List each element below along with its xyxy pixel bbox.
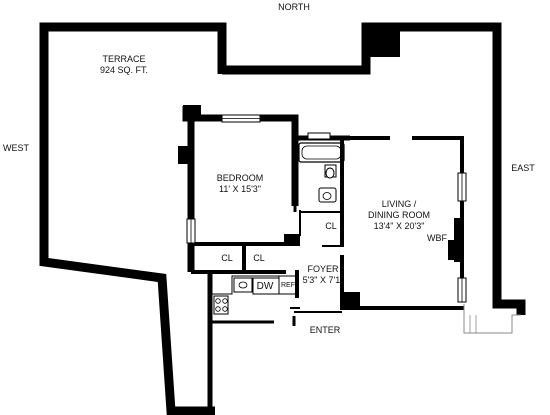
foyer-label: FOYER: [307, 264, 339, 274]
bedroom-corner-post: [183, 105, 201, 115]
compass-north: NORTH: [278, 2, 310, 12]
sink-icon: [322, 192, 332, 200]
living-label-line1: LIVING /: [381, 199, 417, 209]
living-label-line2: DINING ROOM: [368, 210, 430, 220]
bath-window: [307, 132, 331, 140]
terrace-wall: [39, 22, 227, 415]
terrace-wall-north: [222, 22, 526, 315]
terrace-size: 924 SQ. FT.: [99, 65, 149, 75]
terrace-label: TERRACE: [102, 54, 146, 64]
fireplace-label: WBF: [427, 233, 447, 243]
entry-label: ENTER: [309, 325, 341, 335]
refrigerator-label: REF: [281, 282, 295, 289]
closet-label-1: CL: [221, 253, 233, 263]
kitchen-sink-icon: [238, 281, 248, 289]
compass-east: EAST: [511, 163, 535, 173]
foyer-size: 5'3" X 7'1": [302, 275, 344, 285]
kitchen-counter: [210, 275, 297, 295]
compass-west: WEST: [3, 143, 29, 153]
toilet-icon: [325, 167, 335, 179]
dishwasher-label: DW: [256, 281, 274, 292]
closet-label-3: CL: [325, 221, 337, 231]
living-column: [344, 292, 360, 308]
bedroom-label: BEDROOM: [216, 173, 264, 183]
living-opening: [390, 135, 412, 141]
fireplace-mass: [454, 218, 464, 262]
bay-outline: [463, 304, 521, 334]
living-size: 13'4" X 20'3": [373, 221, 425, 231]
bedroom-pier: [178, 146, 188, 164]
closet-label-2: CL: [253, 253, 265, 263]
chimney-mass: [362, 23, 400, 57]
bedroom-size: 11' X 15'3": [219, 184, 261, 194]
closet-post: [284, 234, 300, 246]
